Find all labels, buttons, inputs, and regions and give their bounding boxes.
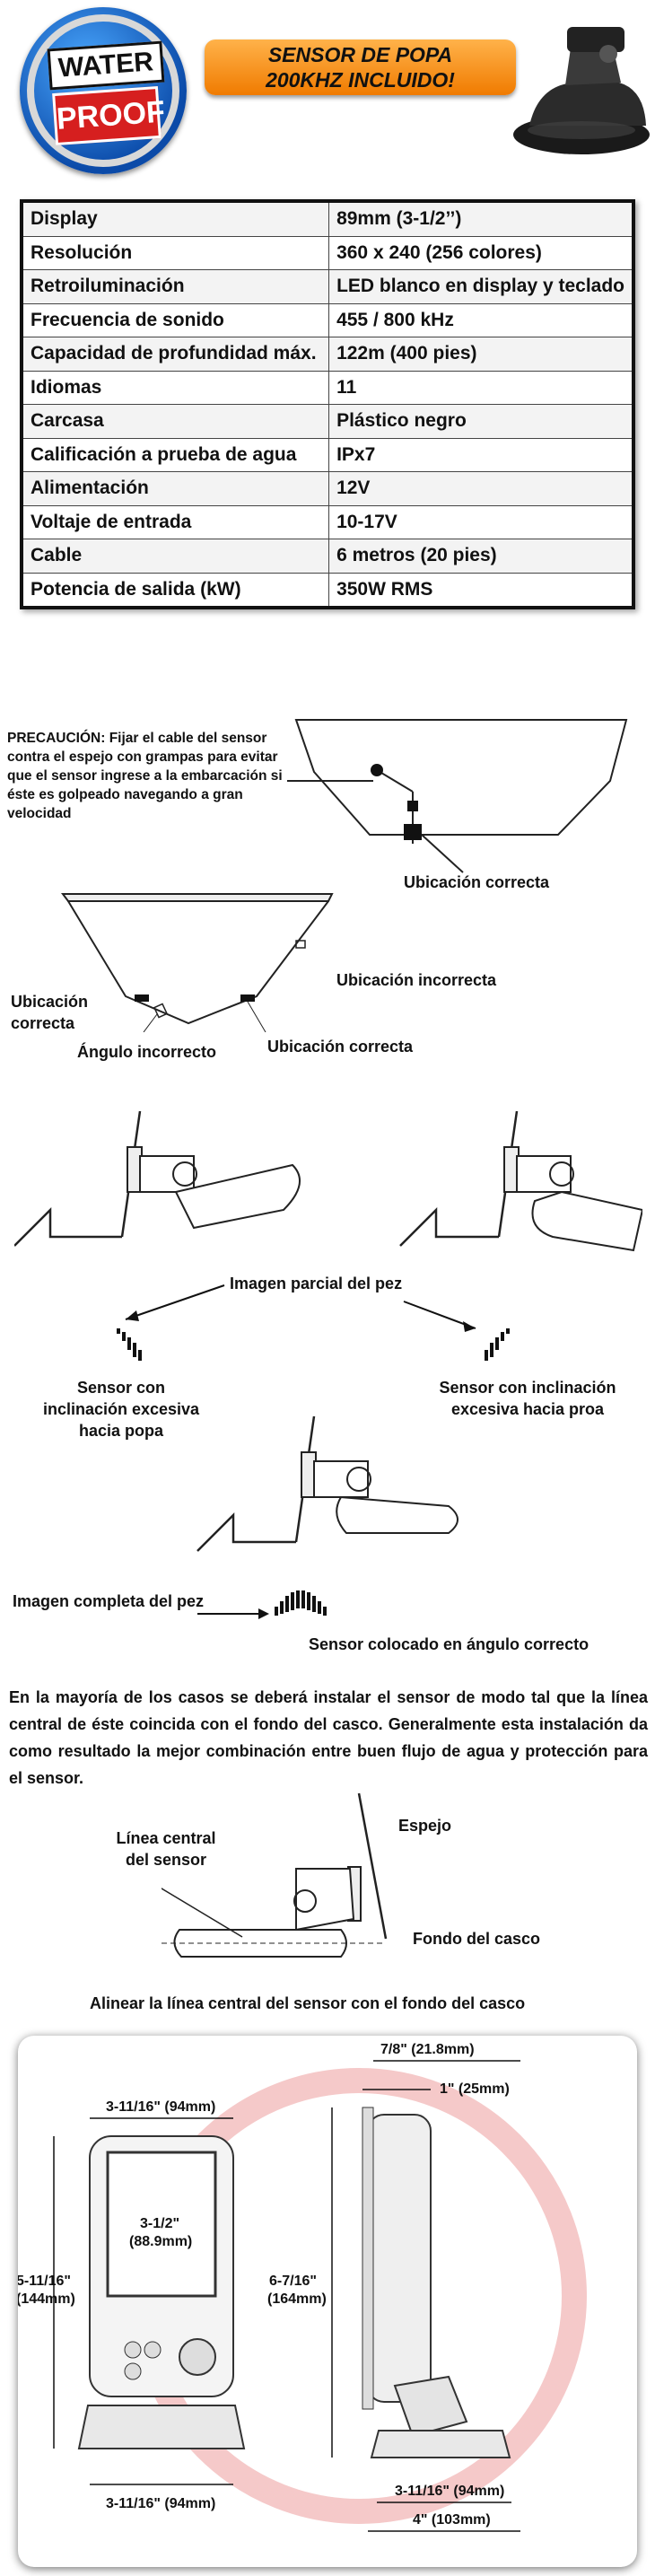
- tilt-bow-diagram: [399, 1110, 642, 1252]
- label-centerline: Línea central del sensor: [116, 1829, 216, 1869]
- dim-height-side-2: (164mm): [267, 2291, 327, 2307]
- spec-key: Resolución: [21, 235, 330, 270]
- label-full-fish: Imagen completa del pez: [13, 1592, 205, 1610]
- transducer-banner: SENSOR DE POPA 200KHZ INCLUIDO!: [205, 39, 516, 95]
- tilt-diagrams: [14, 1110, 642, 1252]
- dimensions-drawing: 3-11/16" (94mm) 3-1/2" (88.9mm) 5-11/16"…: [18, 2042, 587, 2532]
- spec-value: 12V: [328, 471, 634, 506]
- align-caption: Alinear la línea central del sensor con …: [90, 1994, 526, 2012]
- precaution-note: PRECAUCIÓN: Fijar el cable del sensor co…: [7, 729, 285, 823]
- precaution-title: PRECAUCIÓN:: [7, 731, 106, 746]
- dim-base-depth: 3-11/16" (94mm): [395, 2484, 504, 2499]
- badge-ring: [27, 14, 179, 167]
- dim-width-bottom: 3-11/16" (94mm): [106, 2496, 215, 2511]
- waterproof-badge: WATER PROOF: [20, 7, 187, 174]
- label-correct-bottom: Ubicación correcta: [267, 1038, 414, 1056]
- spec-value: IPx7: [328, 437, 634, 472]
- dim-screen-2: (88.9mm): [129, 2234, 192, 2249]
- dim-overall-depth: 4" (103mm): [413, 2512, 491, 2528]
- spec-key: Alimentación: [21, 471, 330, 506]
- banner-line-2: 200KHZ INCLUIDO!: [266, 68, 455, 92]
- spec-value: Plástico negro: [328, 404, 634, 439]
- label-angle-incorrect: Ángulo incorrecto: [77, 1043, 217, 1061]
- dim-depth-top: 7/8" (21.8mm): [380, 2042, 475, 2057]
- spec-key: Cable: [21, 539, 330, 574]
- spec-key: Capacidad de profundidad máx.: [21, 337, 330, 372]
- spec-value: 6 metros (20 pies): [328, 539, 634, 574]
- spec-value: 455 / 800 kHz: [328, 302, 634, 337]
- installation-paragraph: En la mayoría de los casos se deberá ins…: [9, 1688, 648, 1787]
- spec-key: Frecuencia de sonido: [21, 302, 330, 337]
- spec-key: Display: [21, 200, 330, 237]
- dim-height-side-1: 6-7/16": [269, 2274, 317, 2289]
- correct-angle-diagram: [196, 1415, 458, 1552]
- dimensions-panel: 3-11/16" (94mm) 3-1/2" (88.9mm) 5-11/16"…: [18, 2036, 637, 2567]
- label-correct-location: Ubicación correcta: [404, 873, 550, 891]
- spec-key: Voltaje de entrada: [21, 504, 330, 539]
- spec-key: Retroiluminación: [21, 269, 330, 304]
- spec-key: Idiomas: [21, 370, 330, 405]
- spec-value: 89mm (3-1/2’’): [328, 200, 634, 237]
- hull-bottom-diagram: [61, 893, 334, 1032]
- spec-value: 10-17V: [328, 504, 634, 539]
- dim-depth-inner: 1" (25mm): [440, 2081, 510, 2097]
- centerline-diagram: [162, 1792, 388, 1958]
- label-correct-angle: Sensor colocado en ángulo correcto: [309, 1635, 590, 1653]
- tilt-stern-diagram: [14, 1110, 301, 1247]
- transducer-photo: [513, 27, 650, 154]
- full-fish-arch: [197, 1590, 327, 1619]
- spec-value: 360 x 240 (256 colores): [328, 235, 634, 270]
- dim-width-top: 3-11/16" (94mm): [106, 2099, 215, 2115]
- dim-screen-1: 3-1/2": [140, 2216, 179, 2231]
- label-correct-left: Ubicación correcta: [11, 993, 89, 1032]
- dim-height-front-1: 5-11/16": [18, 2274, 71, 2289]
- precaution-text: Fijar el cable del sensor contra el espe…: [7, 731, 283, 821]
- label-tilt-bow: Sensor con inclinación excesiva hacia pr…: [439, 1379, 616, 1418]
- partial-fish-arrows: [117, 1284, 510, 1361]
- badge-water-text: WATER: [47, 40, 165, 91]
- label-hull-bottom: Fondo del casco: [413, 1930, 541, 1948]
- label-incorrect-location: Ubicación incorrecta: [336, 971, 497, 989]
- spec-value: 11: [328, 370, 634, 405]
- spec-value: LED blanco en display y teclado: [328, 269, 634, 304]
- badge-proof-text: PROOF: [52, 85, 166, 146]
- label-partial-fish: Imagen parcial del pez: [230, 1275, 403, 1292]
- label-transom: Espejo: [398, 1817, 452, 1835]
- spec-key: Calificación a prueba de agua: [21, 437, 330, 472]
- spec-value: 350W RMS: [328, 572, 634, 609]
- spec-key: Potencia de salida (kW): [21, 572, 330, 609]
- table-row: Capacidad de profundidad máx.122m (400 p…: [21, 337, 634, 372]
- label-tilt-stern: Sensor con inclinación excesiva hacia po…: [42, 1379, 200, 1440]
- transom-diagram: [287, 719, 628, 873]
- banner-line-1: SENSOR DE POPA: [267, 43, 453, 66]
- dim-height-front-2: (144mm): [18, 2291, 75, 2307]
- spec-key: Carcasa: [21, 404, 330, 439]
- table-row: Potencia de salida (kW)350W RMS: [21, 572, 634, 609]
- spec-value: 122m (400 pies): [328, 337, 634, 372]
